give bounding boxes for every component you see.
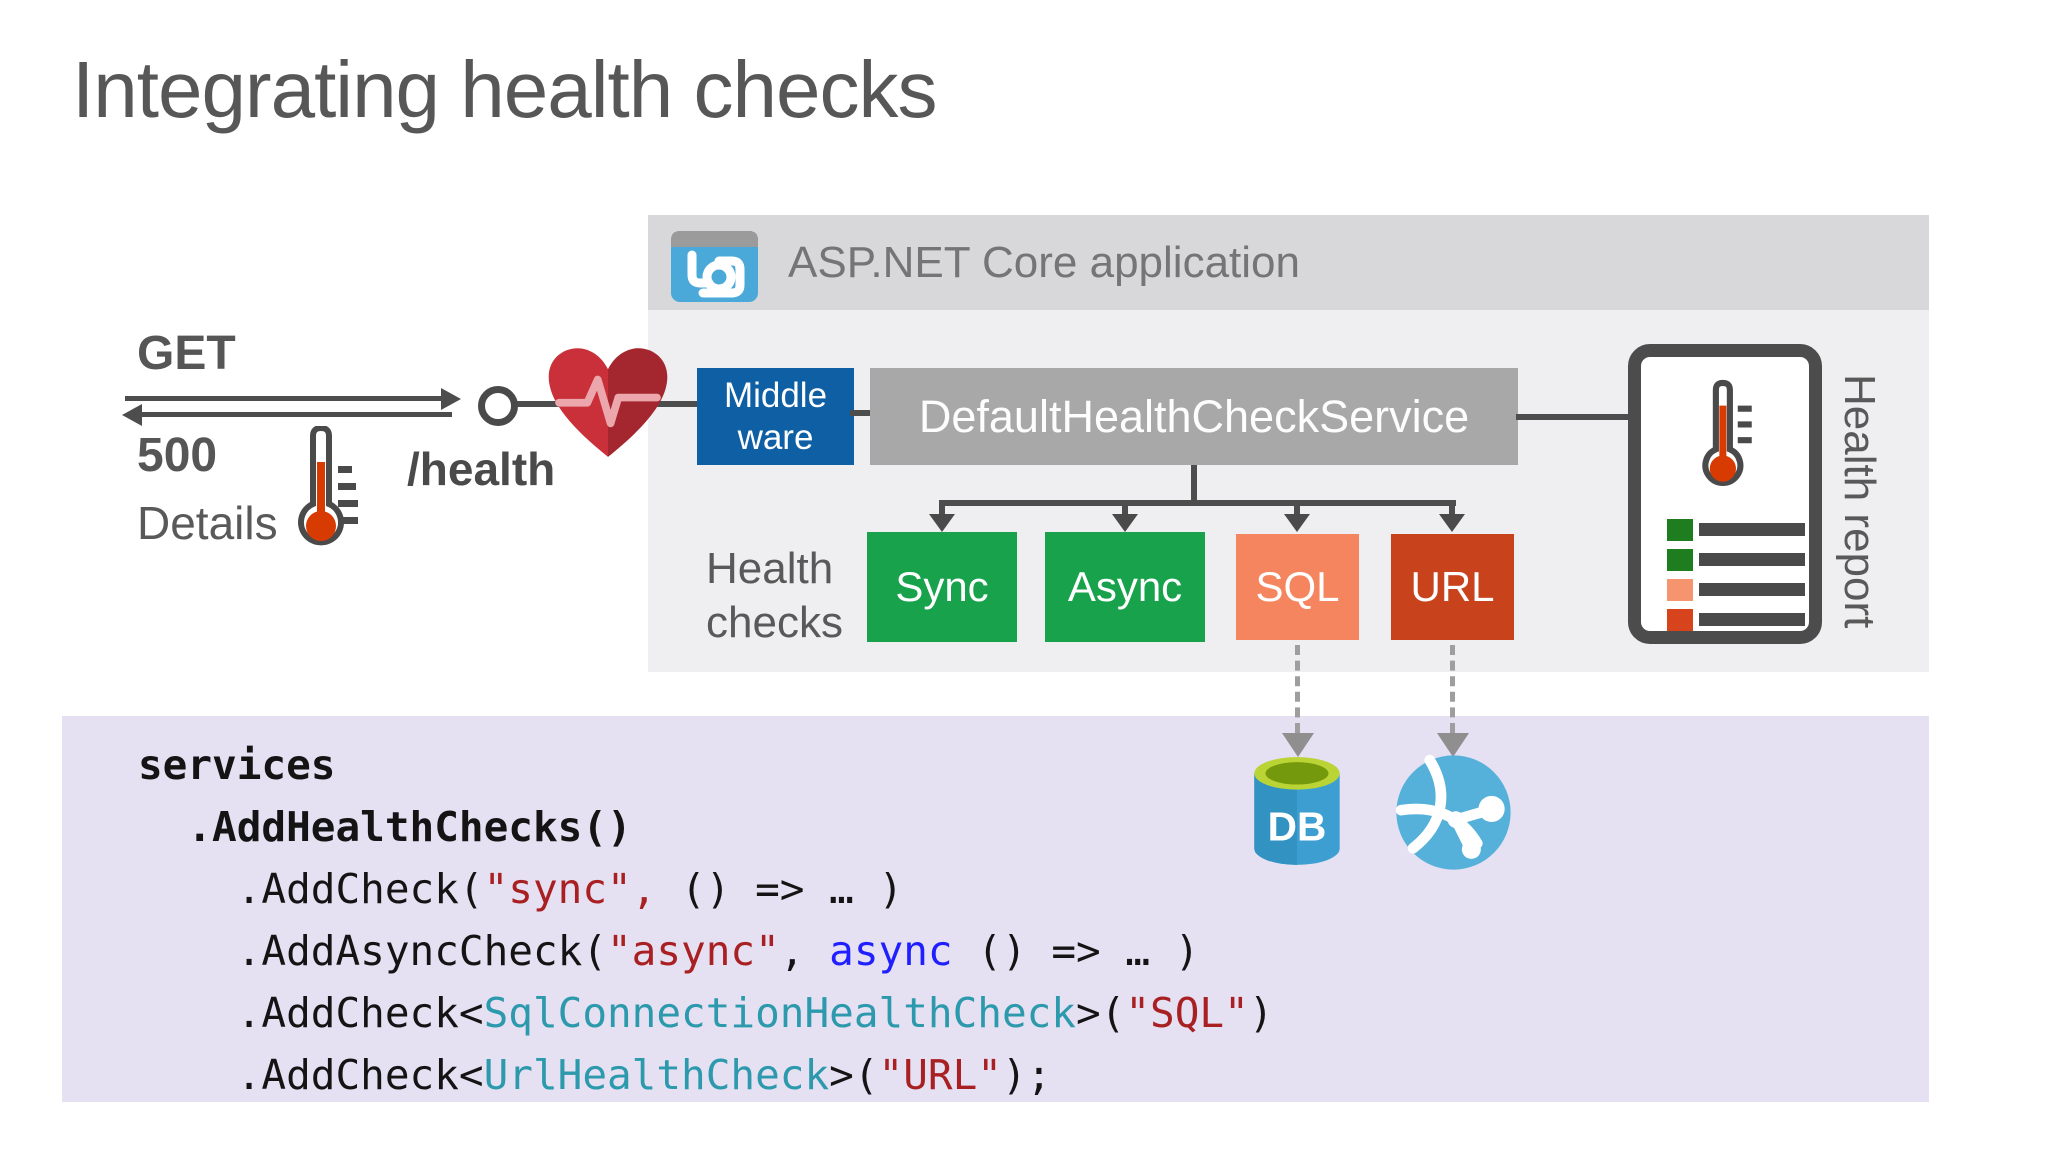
response-arrow bbox=[142, 412, 452, 417]
thermometer-icon bbox=[296, 424, 360, 561]
page-title: Integrating health checks bbox=[72, 45, 937, 134]
report-row-bar-1 bbox=[1699, 523, 1805, 536]
url-resource-dashed-line bbox=[1450, 645, 1455, 733]
code-line: .AddCheck<SqlConnectionHealthCheck>("SQL… bbox=[138, 989, 1274, 1037]
code-line: .AddHealthChecks() bbox=[138, 803, 632, 851]
middleware-box: Middle ware bbox=[697, 368, 854, 465]
check-box-sync: Sync bbox=[867, 532, 1017, 642]
get-label: GET bbox=[137, 327, 236, 380]
tree-horizontal-line bbox=[939, 500, 1456, 506]
heartbeat-icon bbox=[543, 346, 673, 467]
branch-arrowhead-sql bbox=[1284, 514, 1310, 532]
report-status-square-2 bbox=[1667, 549, 1693, 571]
db-label: DB bbox=[1268, 803, 1327, 849]
request-arrow bbox=[125, 396, 443, 401]
endpoint-circle-icon bbox=[478, 386, 518, 426]
branch-arrowhead-sync bbox=[929, 514, 955, 532]
service-label: DefaultHealthCheckService bbox=[918, 390, 1470, 442]
middleware-service-connector bbox=[850, 410, 874, 416]
aspnet-app-header bbox=[648, 215, 1929, 310]
check-label-url: URL bbox=[1410, 563, 1495, 610]
check-box-sql: SQL bbox=[1236, 534, 1359, 640]
check-label-sync: Sync bbox=[895, 563, 989, 610]
code-line: .AddAsyncCheck("async", async () => … ) bbox=[138, 927, 1200, 975]
default-health-check-service-box: DefaultHealthCheckService bbox=[870, 368, 1518, 465]
branch-line-async bbox=[1122, 503, 1128, 520]
request-arrowhead-icon bbox=[441, 388, 461, 410]
check-label-async: Async bbox=[1067, 563, 1183, 610]
health-endpoint-label: /health bbox=[407, 443, 556, 495]
sql-resource-arrowhead bbox=[1282, 733, 1314, 757]
report-status-square-4 bbox=[1667, 609, 1693, 631]
code-block: services .AddHealthChecks() .AddCheck("s… bbox=[62, 716, 1929, 1102]
check-box-url: URL bbox=[1391, 534, 1514, 640]
tree-stub-line bbox=[1191, 465, 1197, 503]
branch-line-sql bbox=[1294, 503, 1300, 520]
report-row-bar-2 bbox=[1699, 553, 1805, 566]
branch-line-url bbox=[1449, 503, 1455, 520]
check-box-async: Async bbox=[1045, 532, 1205, 642]
code-lines: services .AddHealthChecks() .AddCheck("s… bbox=[62, 716, 1929, 1106]
network-globe-icon bbox=[1394, 753, 1513, 877]
health-report-label: Health report bbox=[1835, 374, 1884, 629]
details-label: Details bbox=[137, 497, 278, 549]
code-line: services bbox=[138, 741, 336, 789]
middleware-label-line2: ware bbox=[737, 417, 814, 457]
report-thermometer-icon bbox=[1701, 375, 1757, 506]
health-checks-label-line1: Health bbox=[706, 544, 834, 593]
code-line: .AddCheck("sync", () => … ) bbox=[138, 865, 904, 913]
report-row-bar-4 bbox=[1699, 613, 1805, 626]
report-row-bar-3 bbox=[1699, 583, 1805, 596]
branch-arrowhead-async bbox=[1112, 514, 1138, 532]
sql-resource-dashed-line bbox=[1295, 645, 1300, 733]
health-report-box bbox=[1628, 344, 1822, 644]
report-status-square-3 bbox=[1667, 579, 1693, 601]
service-report-connector bbox=[1516, 414, 1630, 420]
health-checks-label: Health checks bbox=[706, 542, 843, 650]
code-line: .AddCheck<UrlHealthCheck>("URL"); bbox=[138, 1051, 1052, 1099]
aspnet-app-icon bbox=[671, 231, 758, 307]
health-checks-label-line2: checks bbox=[706, 598, 843, 647]
response-arrowhead-icon bbox=[122, 404, 142, 426]
database-icon: DB bbox=[1246, 751, 1348, 880]
status-code-label: 500 bbox=[137, 429, 218, 482]
check-label-sql: SQL bbox=[1255, 563, 1340, 610]
branch-line-sync bbox=[939, 503, 945, 520]
url-resource-arrowhead bbox=[1437, 733, 1469, 757]
middleware-label-line1: Middle bbox=[723, 375, 828, 415]
report-status-square-1 bbox=[1667, 519, 1693, 541]
aspnet-app-title: ASP.NET Core application bbox=[788, 238, 1300, 287]
branch-arrowhead-url bbox=[1439, 514, 1465, 532]
